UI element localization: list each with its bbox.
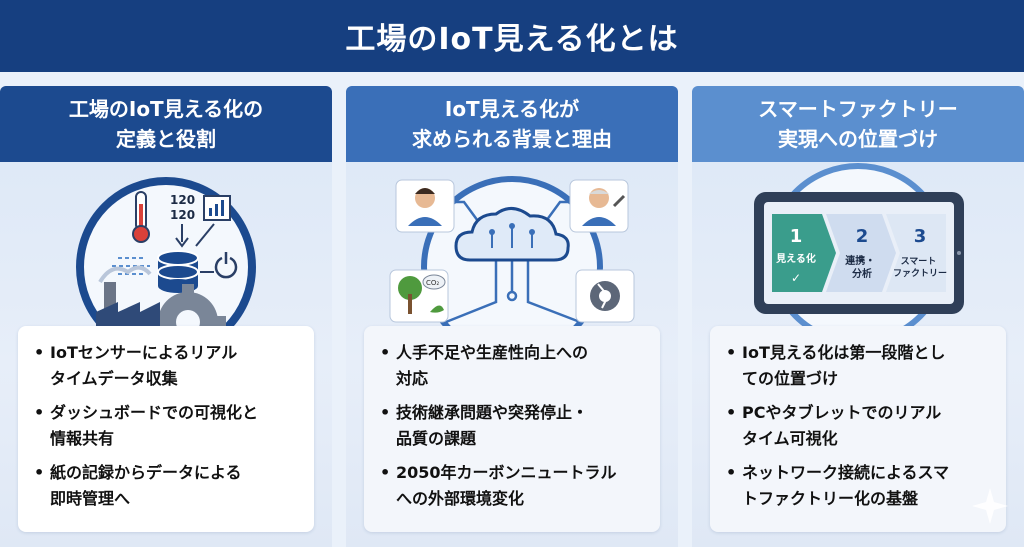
sensor-reading-1: 120 [170, 193, 195, 207]
step-2-line2: 分析 [852, 267, 872, 280]
column-heading: 工場のIoT見える化の 定義と役割 [0, 86, 332, 162]
column-heading: スマートファクトリー 実現への位置づけ [692, 86, 1024, 162]
bullet-item: •人手不足や生産性向上への 対応 [380, 343, 589, 388]
step-1: 1 見える化 ✓ [772, 214, 836, 292]
bullet-item: •IoTセンサーによるリアル タイムデータ収集 [34, 343, 238, 388]
database-icon [157, 250, 199, 293]
svg-text:1: 1 [790, 226, 803, 247]
step-2: 2 連携・ 分析 [826, 214, 896, 292]
svg-text:2: 2 [856, 226, 869, 247]
step-3: 3 スマート ファクトリー [886, 214, 947, 292]
column-heading: IoT見える化が 求められる背景と理由 [346, 86, 678, 162]
thermometer-icon [132, 191, 150, 243]
bullet-item: •ダッシュボードでの可視化と 情報共有 [34, 403, 259, 448]
page-title: 工場のIoT見える化とは [0, 0, 1024, 72]
cloud-network-illustration: CO₂ [389, 176, 635, 358]
data-stream-icon [112, 257, 150, 275]
worker-icon [395, 179, 455, 233]
step-2-line1: 連携・ [845, 254, 875, 267]
bullet-item: •2050年カーボンニュートラル への外部環境変化 [380, 463, 617, 508]
bullet-item: •技術継承問題や突発停止・ 品質の課題 [380, 403, 589, 448]
sparkle-icon [972, 488, 1008, 524]
bar-chart-icon [203, 195, 231, 221]
sensor-reading-2: 120 [170, 208, 195, 222]
cloud-icon [454, 207, 570, 262]
bullet-item: •IoT見える化は第一段階とし ての位置づけ [726, 343, 946, 388]
co2-tree-icon: CO₂ [389, 269, 449, 323]
bullet-item: •紙の記録からデータによる 即時管理へ [34, 463, 242, 508]
bullet-item: •PCやタブレットでのリアル タイム可視化 [726, 403, 942, 448]
svg-text:見える化: 見える化 [775, 252, 816, 265]
senior-worker-icon [569, 179, 629, 233]
svg-text:スマート ファクトリー: スマート ファクトリー [893, 256, 947, 279]
power-icon [214, 252, 238, 279]
bullet-card: •人手不足や生産性向上への 対応 •技術継承問題や突発停止・ 品質の課題 •20… [364, 326, 660, 532]
broken-gear-icon [575, 269, 635, 323]
tablet-steps-illustration: 1 見える化 ✓ 2 連携・ 分析 3 スマート ファクトリー [754, 163, 964, 345]
bullet-card: •IoT見える化は第一段階とし ての位置づけ •PCやタブレットでのリアル タイ… [710, 326, 1006, 532]
svg-text:連携・ 分析: 連携・ 分析 [845, 254, 878, 280]
svg-text:3: 3 [914, 226, 927, 247]
column-positioning: スマートファクトリー 実現への位置づけ 1 見える化 ✓ 2 連携・ 分析 3 [692, 86, 1024, 547]
co2-label: CO₂ [426, 279, 439, 287]
bullet-item: •ネットワーク接続によるスマ トファクトリー化の基盤 [726, 463, 950, 508]
column-definition: 工場のIoT見える化の 定義と役割 120 120 [0, 86, 332, 547]
bullet-card: •IoTセンサーによるリアル タイムデータ収集 •ダッシュボードでの可視化と 情… [18, 326, 314, 532]
step-3-line2: ファクトリー [893, 268, 947, 279]
check-icon: ✓ [791, 271, 801, 285]
step-3-line1: スマート [901, 256, 937, 267]
column-background: IoT見える化が 求められる背景と理由 [346, 86, 678, 547]
